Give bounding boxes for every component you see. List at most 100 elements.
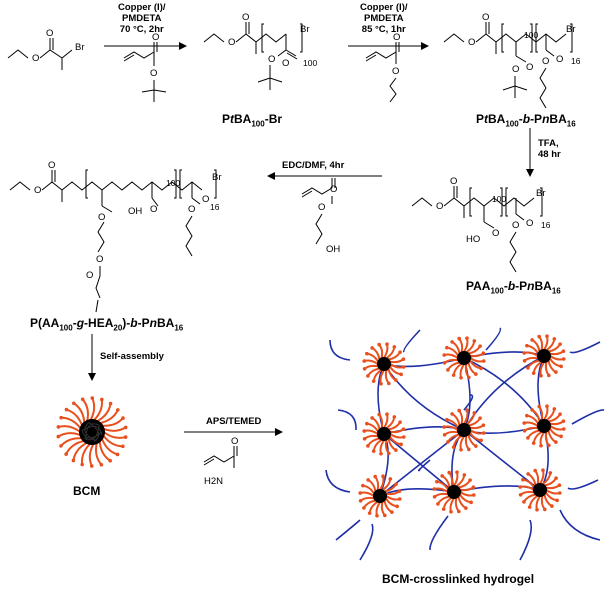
corona-chain <box>363 429 379 435</box>
corona-chain <box>88 443 95 467</box>
condition-step6: APS/TEMED <box>206 416 262 427</box>
corona-chain <box>443 353 459 359</box>
corona-end <box>559 434 563 439</box>
corona-end <box>56 425 61 429</box>
corona-end <box>123 435 128 439</box>
repeat-count: 16 <box>571 56 581 66</box>
corona-end <box>450 412 454 416</box>
corona-chain <box>383 343 389 359</box>
corona-chain <box>96 403 112 423</box>
corona-end <box>115 452 120 457</box>
corona-end <box>358 491 363 495</box>
compound-label-ptba-pnba: PtBA100-b-PnBA16 <box>476 112 576 129</box>
corona-chain <box>375 501 381 517</box>
corona-end <box>474 444 478 448</box>
hydroxyethyl-acrylate: O O OH <box>301 178 340 255</box>
corona-end <box>526 472 530 476</box>
network-chain <box>463 357 545 427</box>
corona-end <box>367 511 372 515</box>
atom-br: Br <box>212 172 222 183</box>
corona-chain <box>98 440 111 462</box>
corona-end <box>561 357 566 361</box>
corona-end <box>370 416 374 420</box>
repeat-count: 100 <box>166 178 180 188</box>
crosslink-micelle <box>362 342 406 386</box>
atom-br: Br <box>75 42 85 53</box>
corona-end <box>547 443 551 448</box>
corona-end <box>467 375 471 380</box>
corona-chain <box>535 495 541 511</box>
corona-end <box>379 451 383 456</box>
corona-end <box>401 427 406 431</box>
corona-end <box>561 419 566 423</box>
corona-end <box>385 342 389 347</box>
corona-end <box>399 372 403 377</box>
corona-end <box>521 477 525 482</box>
corona-end <box>71 458 76 463</box>
corona-end <box>397 497 402 501</box>
corona-end <box>366 374 370 378</box>
corona-end <box>371 379 376 383</box>
corona-end <box>59 444 63 448</box>
corona-chain <box>103 431 126 439</box>
corona-end <box>450 340 454 344</box>
corona-end <box>530 338 534 342</box>
corona-end <box>366 478 370 482</box>
corona-end <box>64 407 69 412</box>
corona-end <box>457 408 461 413</box>
corona-end <box>554 476 558 480</box>
corona-chain <box>543 335 549 351</box>
repeat-count: 100 <box>303 58 317 68</box>
corona-end <box>401 435 406 439</box>
corona-end <box>370 346 374 350</box>
corona-end <box>481 431 486 435</box>
corona-end <box>558 342 562 346</box>
corona-end <box>479 366 483 371</box>
corona-chain <box>102 434 123 448</box>
corona-end <box>543 507 547 512</box>
corona-end <box>559 364 563 369</box>
corona-end <box>451 445 456 449</box>
dangling-chain <box>359 523 374 561</box>
corona-end <box>383 513 387 518</box>
dangling-chain <box>335 519 361 541</box>
corona-end <box>526 436 530 440</box>
corona-end <box>371 449 376 453</box>
atom-o: O <box>231 436 238 447</box>
corona-end <box>469 500 473 505</box>
corona-end <box>89 464 94 468</box>
micelle-core <box>537 419 551 433</box>
atom-o: O <box>228 37 235 48</box>
corona-chain <box>539 469 545 485</box>
corona-end <box>472 339 477 343</box>
corona-end <box>561 427 566 431</box>
atom-o: O <box>330 184 337 195</box>
corona-end <box>72 401 76 406</box>
corona-end <box>377 412 381 417</box>
corona-chain <box>385 495 401 501</box>
atom-o: O <box>152 32 159 43</box>
dangling-chain <box>567 479 599 490</box>
dangling-chain <box>485 327 502 351</box>
core-strand <box>81 430 103 439</box>
corona-end <box>387 451 391 456</box>
corona-end <box>459 375 463 380</box>
graft-copolymer-structure: O O 100 16 Br O O O O OH O O <box>9 160 222 313</box>
corona-end <box>399 442 403 447</box>
bcm-micelle-drawing <box>56 396 128 468</box>
atom-o: O <box>34 185 41 196</box>
corona-end <box>395 504 399 509</box>
condition-step4: EDC/DMF, 4hr <box>282 160 345 171</box>
atom-o: O <box>48 160 55 171</box>
corona-end <box>451 373 456 377</box>
dangling-chain <box>519 519 533 561</box>
micelle-core <box>377 357 391 371</box>
crosslink-micelle <box>518 468 562 512</box>
corona-end <box>442 425 447 429</box>
corona-end <box>394 448 398 452</box>
corona-chain <box>65 439 85 455</box>
atom-o: O <box>282 58 289 69</box>
ptba-pnba-structure: O O 100 16 Br O O O O <box>443 12 581 109</box>
corona-end <box>108 401 113 406</box>
